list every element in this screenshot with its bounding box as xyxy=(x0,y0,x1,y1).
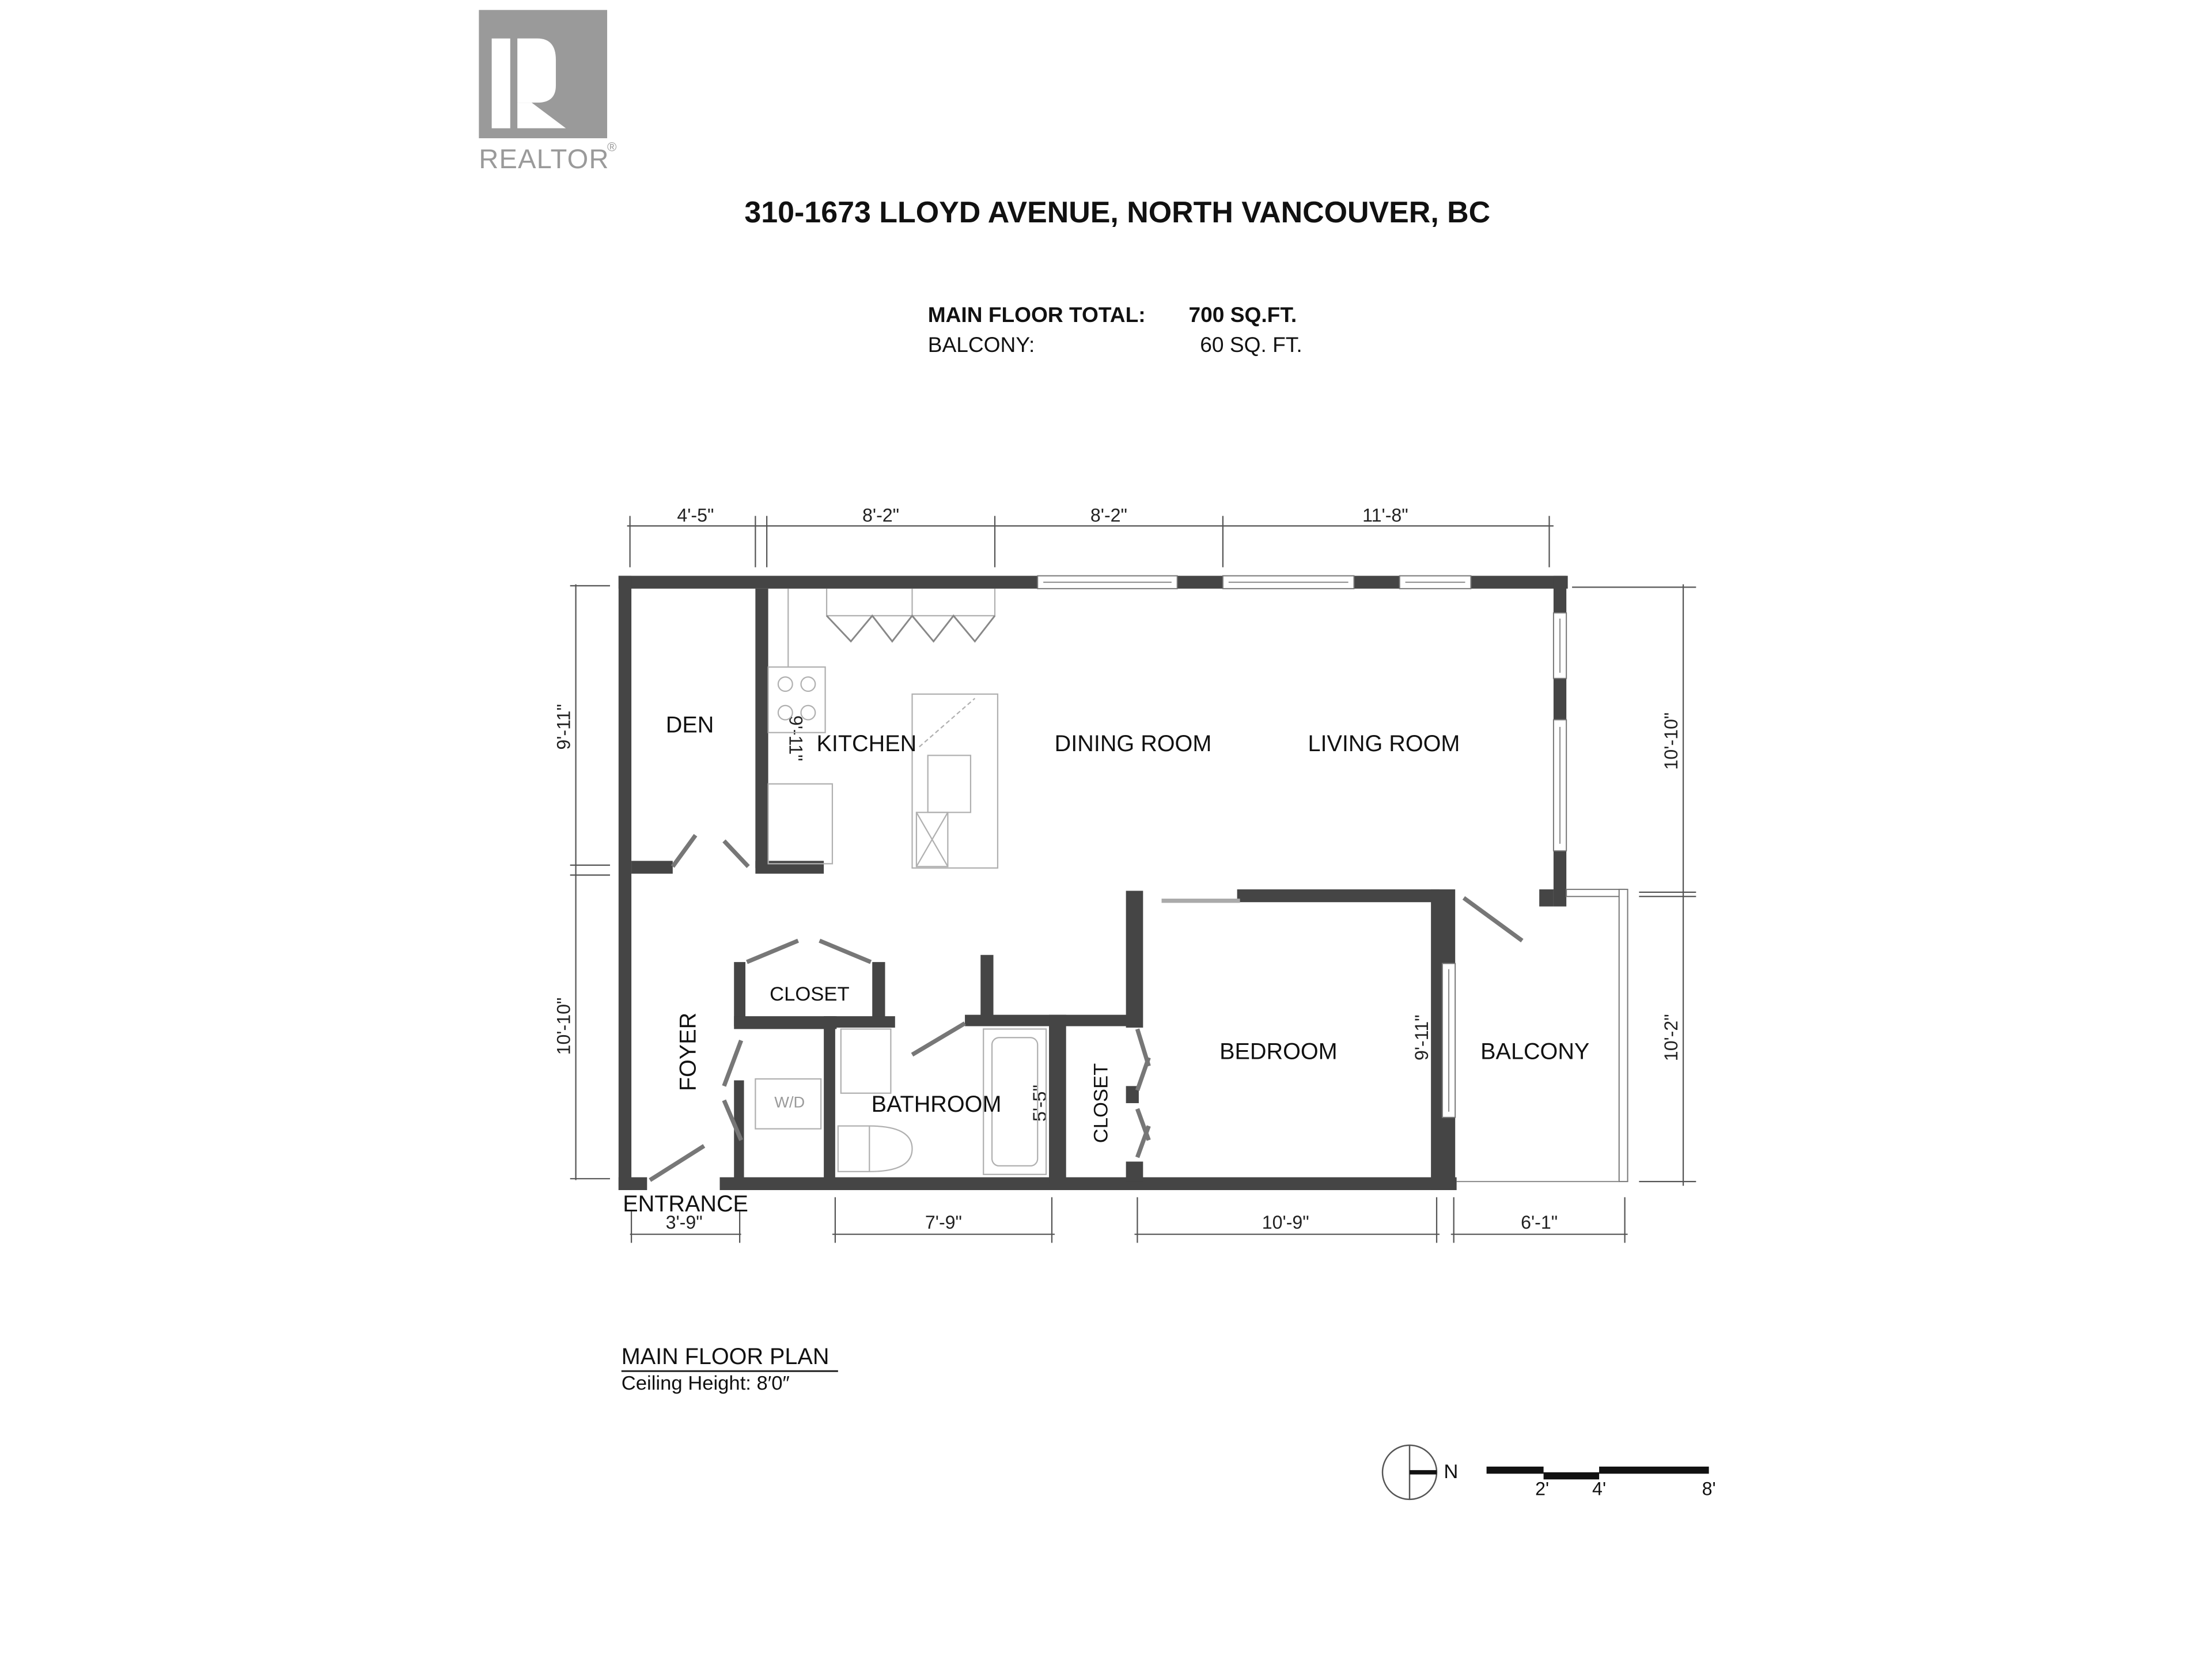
scale-tick-4: 4' xyxy=(1592,1478,1606,1499)
room-label-dining: DINING ROOM xyxy=(1055,731,1212,756)
dim-left-foyer: 10'-10" xyxy=(554,998,574,1055)
main-floor-total-label: MAIN FLOOR TOTAL: xyxy=(928,302,1146,327)
svg-text:®: ® xyxy=(607,139,617,154)
balcony-area-value: 60 SQ. FT. xyxy=(1200,332,1302,357)
scale-bar xyxy=(1486,1466,1709,1480)
room-label-kitchen: KITCHEN xyxy=(816,731,916,756)
room-label-entrance: ENTRANCE xyxy=(623,1191,748,1217)
room-label-balcony: BALCONY xyxy=(1480,1039,1589,1064)
room-label-foyer: FOYER xyxy=(675,1013,700,1091)
dim-top-living: 11'-8" xyxy=(1362,505,1408,526)
legend-title: MAIN FLOOR PLAN xyxy=(622,1344,830,1369)
dim-top-dining: 8'-2" xyxy=(1090,505,1127,526)
room-label-bedroom-closet: CLOSET xyxy=(1090,1063,1112,1143)
dim-kitchen-interior: 9'-11" xyxy=(786,715,806,762)
balcony-railing xyxy=(1456,888,1628,1183)
main-floor-total-value: 700 SQ.FT. xyxy=(1189,302,1297,327)
room-label-foyer-closet: CLOSET xyxy=(770,983,850,1005)
realtor-logo: REALTOR ® xyxy=(479,10,617,174)
kitchen-fixtures xyxy=(767,588,999,869)
dim-tub-interior: 5'-5" xyxy=(1029,1085,1050,1122)
dim-left-den: 9'-11" xyxy=(554,704,574,750)
property-address-title: 310-1673 LLOYD AVENUE, NORTH VANCOUVER, … xyxy=(744,196,1490,229)
scale-tick-8: 8' xyxy=(1702,1478,1716,1499)
sink-icon xyxy=(927,755,972,813)
room-label-living: LIVING ROOM xyxy=(1308,731,1460,756)
fridge-icon xyxy=(767,783,834,865)
dim-bedroom-interior: 9'-11" xyxy=(1411,1014,1432,1060)
balcony-area-label: BALCONY: xyxy=(928,332,1035,357)
kitchen-island xyxy=(911,693,999,869)
washer-dryer-icon xyxy=(755,1078,822,1130)
room-label-den: DEN xyxy=(666,713,714,738)
dimension-lines xyxy=(570,516,1696,1243)
bathroom-fixtures xyxy=(755,1028,1047,1175)
doors xyxy=(649,834,1524,1182)
dim-bottom-balcony: 6'-1" xyxy=(1521,1212,1558,1233)
dim-right-living: 10'-10" xyxy=(1661,713,1681,770)
room-label-wd: W/D xyxy=(774,1093,805,1111)
room-label-bathroom: BATHROOM xyxy=(872,1092,1002,1117)
stove-icon xyxy=(767,666,826,733)
windows xyxy=(1037,575,1567,1118)
toilet-icon xyxy=(869,1125,913,1172)
dim-bottom-bedroom: 10'-9" xyxy=(1262,1212,1309,1233)
vanity-sink-icon xyxy=(840,1028,892,1094)
bathtub-icon xyxy=(983,1028,1047,1175)
dim-bottom-bathroom: 7'-9" xyxy=(925,1212,962,1233)
north-compass-icon xyxy=(1381,1444,1438,1501)
dim-bottom-entrance: 3'-9" xyxy=(666,1212,703,1233)
scale-tick-2: 2' xyxy=(1535,1478,1549,1499)
dim-top-kitchen: 8'-2" xyxy=(862,505,899,526)
room-label-bedroom: BEDROOM xyxy=(1219,1039,1338,1064)
dim-top-den: 4'-5" xyxy=(677,505,714,526)
dim-right-balcony: 10'-2" xyxy=(1661,1014,1681,1061)
realtor-logo-text: REALTOR xyxy=(479,143,609,174)
legend-ceiling-height: Ceiling Height: 8′0″ xyxy=(622,1372,790,1394)
compass-label: N xyxy=(1444,1461,1458,1483)
